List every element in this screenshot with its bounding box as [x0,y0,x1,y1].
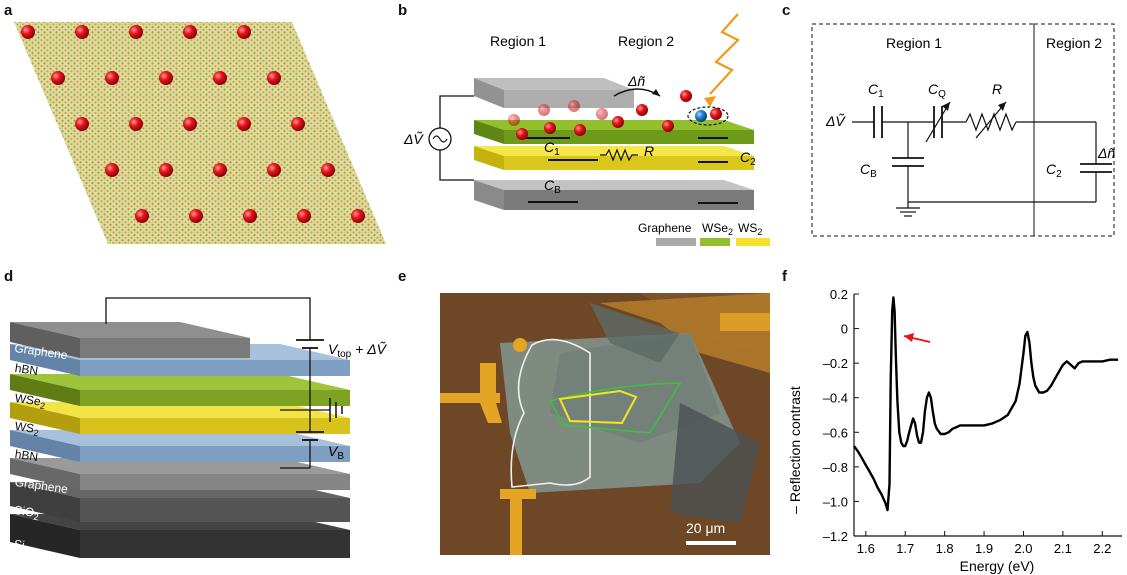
moire-lattice-figure [14,22,386,244]
moire-site [159,163,173,177]
scale-bar [686,541,736,545]
legend-wse2: WSe2 [702,221,733,237]
c1-label: C1 [544,139,560,158]
device-schematic: Region 1 Region 2 ΔṼ Δñ [403,13,770,246]
optical-micrograph: 20 μm [440,293,770,555]
equivalent-circuit: Region 1 Region 2 ΔṼ C1 CQ R CB C2 Δñ [811,23,1115,237]
x-axis-label: Energy (eV) [960,558,1035,574]
region2-box [1033,23,1115,237]
region2-label: Region 2 [618,33,674,49]
y-tick-label: –0.6 [823,425,848,440]
moire-site [51,71,65,85]
vtop-label: Vtop + ΔṼ [328,341,388,360]
moire-site [297,209,311,223]
region2-label: Region 2 [1046,35,1102,51]
cb-label: CB [860,161,877,180]
delta-n-label: Δñ [627,73,645,89]
scale-bar-label: 20 μm [686,520,725,536]
moire-site [321,163,335,177]
moire-site [267,71,281,85]
y-tick-label: –0.8 [823,460,848,475]
moire-site [237,25,251,39]
moire-site [189,209,203,223]
red-arrow-icon [904,333,914,342]
moire-site [75,117,89,131]
cb-label: CB [544,177,561,196]
r-label: R [644,143,654,159]
moire-site [351,209,365,223]
moire-site [267,163,281,177]
region1-box [811,23,1035,237]
delta-v-label: ΔṼ [403,131,424,147]
x-tick-label: 1.6 [857,541,875,556]
moire-site [135,209,149,223]
layer-label: WS2 [14,419,40,438]
moire-site [213,71,227,85]
delta-v-label: ΔṼ [825,113,846,129]
c1-label: C1 [868,81,884,100]
region1-label: Region 1 [886,35,942,51]
moire-site [21,25,35,39]
moire-site [291,117,305,131]
r-label: R [992,81,1002,97]
panel-letter-d: d [4,268,14,285]
y-tick-label: –1.0 [823,494,848,509]
layer-label: WSe2 [14,391,47,411]
moire-site [243,209,257,223]
layer-label: hBN [14,447,39,464]
moire-site [159,71,173,85]
region1-label: Region 1 [490,33,546,49]
moire-site [75,25,89,39]
ws2-outline [558,389,638,425]
layer-label: SiO2 [13,503,40,522]
legend-graphene: Graphene [638,221,692,235]
y-tick-label: –0.2 [823,356,848,371]
moire-site [129,117,143,131]
reflection-series-line [853,296,1119,512]
cq-label: CQ [928,81,946,100]
region1-outline [510,338,591,488]
moire-site [183,25,197,39]
y-tick-label: 0 [841,322,848,337]
y-tick-label: –0.4 [823,391,848,406]
panel-letter-c: c [782,2,791,19]
light-beam-icon [709,13,740,95]
x-tick-label: 1.9 [975,541,993,556]
moire-site [213,163,227,177]
x-tick-label: 2.1 [1054,541,1072,556]
panel-letter-a: a [4,2,13,19]
moire-sites [21,25,365,223]
moire-site [105,71,119,85]
x-tick-label: 1.8 [936,541,954,556]
vb-label: VB [328,443,344,462]
moire-site [105,163,119,177]
y-axis-label: – Reflection contrast [787,386,803,514]
x-tick-label: 2.2 [1093,541,1111,556]
material-legend: Graphene WSe2 WS2 [638,221,770,246]
x-tick-label: 1.7 [896,541,914,556]
x-tick-label: 2.0 [1014,541,1032,556]
c2-label: C2 [1046,161,1062,180]
moire-site [129,25,143,39]
layer-label: hBN [14,361,39,378]
c2-label: C2 [740,149,756,168]
y-tick-label: 0.2 [830,287,848,302]
panel-letter-e: e [398,268,407,285]
charge-particles [508,90,722,140]
moire-site [237,117,251,131]
reflection-contrast-chart: 0.2 0 –0.2 –0.4 –0.6 –0.8 –1.0 –1.2 1.6 1.7 1.8 1.9… [787,287,1122,574]
wse2-outline [548,382,682,434]
delta-n-label: Δñ [1097,145,1115,161]
panel-letter-b: b [398,2,408,19]
panel-letter-f: f [782,268,787,285]
moire-site [183,117,197,131]
y-tick-label: –1.2 [823,529,848,544]
layer-label: Si [13,537,26,552]
legend-ws2: WS2 [738,221,762,237]
